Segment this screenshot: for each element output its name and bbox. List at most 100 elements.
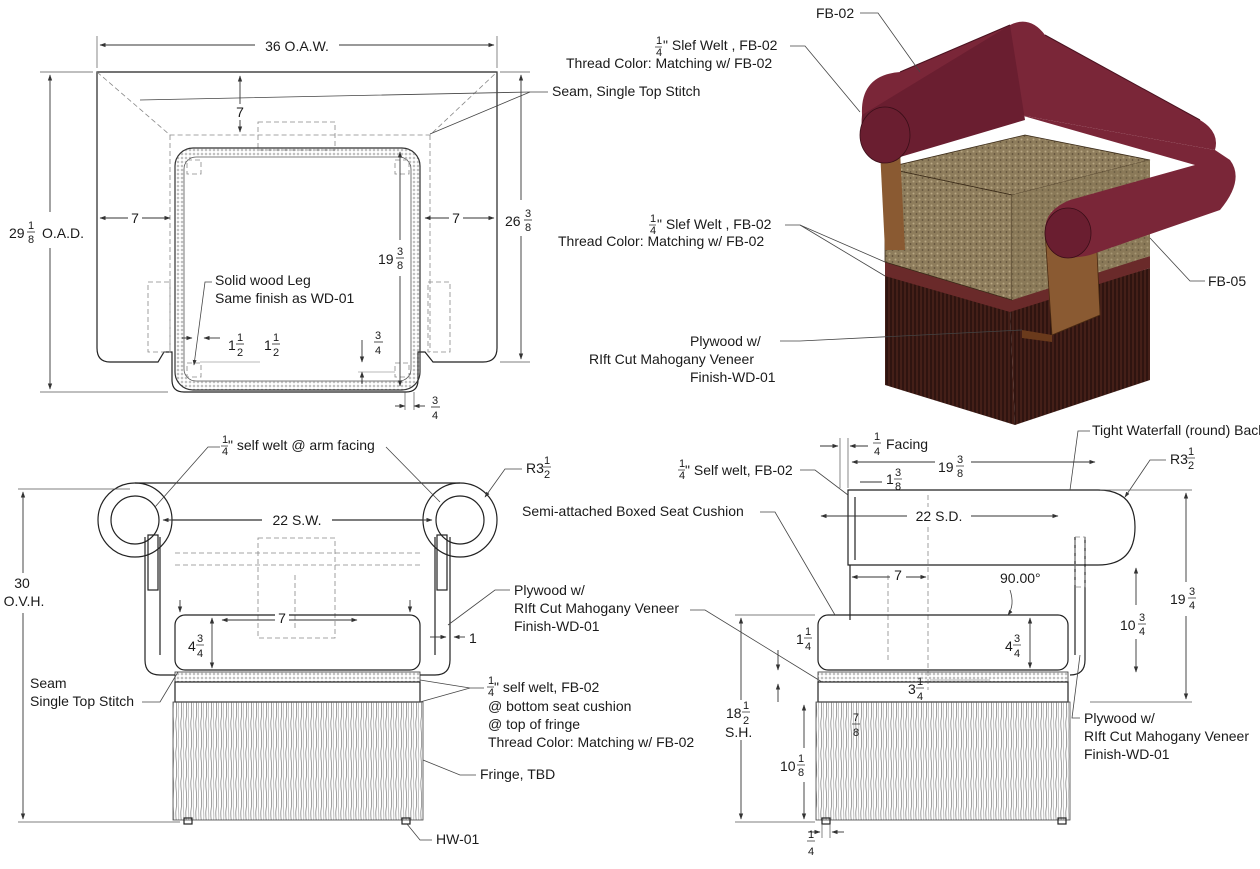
svg-text:3: 3: [1189, 586, 1195, 598]
svg-text:1: 1: [805, 626, 811, 638]
svg-text:S.H.: S.H.: [725, 724, 752, 740]
front-arm-welt-note: 1 4 " self welt @ arm facing: [221, 434, 375, 458]
plan-leg-c: 3 4: [374, 330, 383, 357]
side-back-note: Tight Waterfall (round) Back: [1092, 422, 1260, 438]
svg-text:3: 3: [1014, 633, 1020, 645]
side-cushion-note: Semi-attached Boxed Seat Cushion: [522, 503, 744, 519]
front-height-value: 30: [14, 575, 30, 591]
svg-text:8: 8: [525, 222, 531, 234]
svg-text:1: 1: [650, 213, 656, 225]
side-angle: 90.00°: [1000, 570, 1041, 586]
svg-text:3: 3: [432, 395, 438, 407]
svg-text:1: 1: [1188, 446, 1194, 458]
svg-text:Finish-WD-01: Finish-WD-01: [1084, 746, 1170, 762]
side-radius: R3 1 2: [1170, 446, 1195, 472]
svg-text:10: 10: [1120, 617, 1136, 633]
svg-text:1: 1: [488, 675, 494, 687]
svg-text:Thread Color: Matching w/ FB-0: Thread Color: Matching w/ FB-02: [558, 233, 764, 249]
svg-text:4: 4: [375, 345, 381, 357]
front-cushion-height: 4 3 4: [188, 633, 204, 660]
svg-text:1: 1: [886, 471, 894, 487]
svg-text:RIft Cut Mahogany Veneer: RIft Cut Mahogany Veneer: [514, 600, 679, 616]
svg-text:8: 8: [28, 234, 34, 246]
svg-text:1: 1: [28, 220, 34, 232]
svg-text:4: 4: [874, 446, 880, 458]
svg-text:" self welt, FB-02: " self welt, FB-02: [494, 679, 600, 695]
svg-text:1: 1: [544, 455, 550, 467]
svg-text:1: 1: [874, 431, 880, 443]
front-height-label: O.V.H.: [4, 593, 45, 609]
svg-text:2: 2: [544, 469, 550, 481]
front-one: 1: [469, 630, 477, 646]
side-overall-back: 19 3 4: [1170, 586, 1196, 612]
svg-text:19: 19: [938, 459, 954, 475]
svg-text:3: 3: [895, 467, 901, 479]
svg-text:4: 4: [488, 687, 494, 699]
svg-text:18: 18: [726, 705, 742, 721]
front-view: 1 4 " self welt @ arm facing R3 1 2 22 S…: [0, 434, 694, 847]
svg-text:4: 4: [679, 470, 685, 482]
iso-fb02-top: FB-02: [816, 5, 854, 21]
front-fringe-note: Fringe, TBD: [480, 766, 555, 782]
svg-text:4: 4: [188, 638, 196, 654]
svg-text:3: 3: [957, 454, 963, 466]
svg-text:Facing: Facing: [886, 436, 928, 452]
svg-text:4: 4: [1139, 626, 1145, 638]
svg-text:1: 1: [798, 753, 804, 765]
iso-welt-note-2: 1 4 " Slef Welt , FB-02 Thread Color: Ma…: [558, 213, 772, 249]
svg-text:4: 4: [1189, 600, 1195, 612]
svg-text:4: 4: [222, 446, 228, 458]
svg-text:Seam: Seam: [30, 675, 67, 691]
svg-text:Thread Color: Matching w/ FB-0: Thread Color: Matching w/ FB-02: [488, 734, 694, 750]
svg-text:1: 1: [237, 332, 243, 344]
iso-back-roll: [861, 21, 1216, 150]
side-back-roll: [847, 489, 1136, 566]
side-seat-cushion: [817, 614, 1069, 671]
svg-text:4: 4: [808, 846, 814, 858]
svg-text:2: 2: [743, 715, 749, 727]
plan-seam-note: Seam, Single Top Stitch: [552, 83, 700, 99]
plan-leg-note-1: Solid wood Leg: [215, 272, 311, 288]
svg-text:R3: R3: [1170, 451, 1188, 467]
side-fringe-height: 10 1 8: [780, 753, 805, 779]
svg-text:Plywood w/: Plywood w/: [514, 582, 585, 598]
svg-text:3: 3: [197, 633, 203, 645]
front-left-arm-roll: [97, 482, 173, 558]
svg-text:" self welt @ arm facing: " self welt @ arm facing: [228, 437, 375, 453]
svg-text:1: 1: [273, 332, 279, 344]
svg-text:3: 3: [908, 681, 916, 697]
iso-plywood-note: Plywood w/ RIft Cut Mahogany Veneer Fini…: [589, 333, 776, 385]
plan-left-arm: 7: [131, 210, 139, 226]
front-seven: 7: [278, 610, 286, 626]
svg-text:" Slef Welt , FB-02: " Slef Welt , FB-02: [663, 37, 778, 53]
svg-text:19: 19: [378, 251, 394, 267]
iso-fb05: FB-05: [1208, 273, 1246, 289]
plan-right-arm: 7: [452, 210, 460, 226]
front-seat-cushion: [174, 614, 421, 671]
side-seat-depth: 22 S.D.: [916, 508, 963, 524]
svg-text:3: 3: [1139, 612, 1145, 624]
svg-text:4: 4: [656, 47, 662, 59]
iso-view: FB-02 1 4 " Slef Welt , FB-02 Thread Col…: [558, 5, 1246, 425]
plan-leg-a: 1 1 2: [228, 332, 244, 359]
svg-text:8: 8: [397, 260, 403, 272]
plan-seam-lines: [96, 71, 498, 136]
svg-text:7: 7: [853, 712, 859, 724]
svg-text:1: 1: [264, 337, 272, 353]
svg-text:8: 8: [853, 727, 859, 739]
side-plywood-note: Plywood w/ RIft Cut Mahogany Veneer Fini…: [1084, 710, 1249, 762]
plan-leg-b: 1 1 2: [264, 332, 280, 359]
svg-text:8: 8: [798, 767, 804, 779]
side-fringe-offset: 7 8: [852, 712, 860, 739]
plan-width-dim: 36 O.A.W.: [265, 38, 329, 54]
svg-text:O.A.D.: O.A.D.: [42, 225, 84, 241]
front-hw-note: HW-01: [436, 831, 480, 847]
svg-text:10: 10: [780, 758, 796, 774]
side-fringe: [815, 701, 1071, 821]
side-seven: 7: [894, 567, 902, 583]
iso-fringe-front: [885, 275, 1015, 425]
svg-text:Plywood w/: Plywood w/: [1084, 710, 1155, 726]
svg-text:1: 1: [679, 458, 685, 470]
svg-text:2: 2: [237, 347, 243, 359]
svg-text:1: 1: [228, 337, 236, 353]
